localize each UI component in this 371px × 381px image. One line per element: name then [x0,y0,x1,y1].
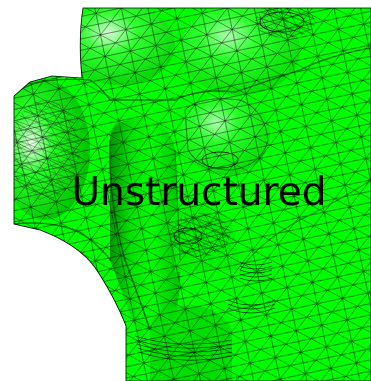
mesh-outline [13,7,371,381]
